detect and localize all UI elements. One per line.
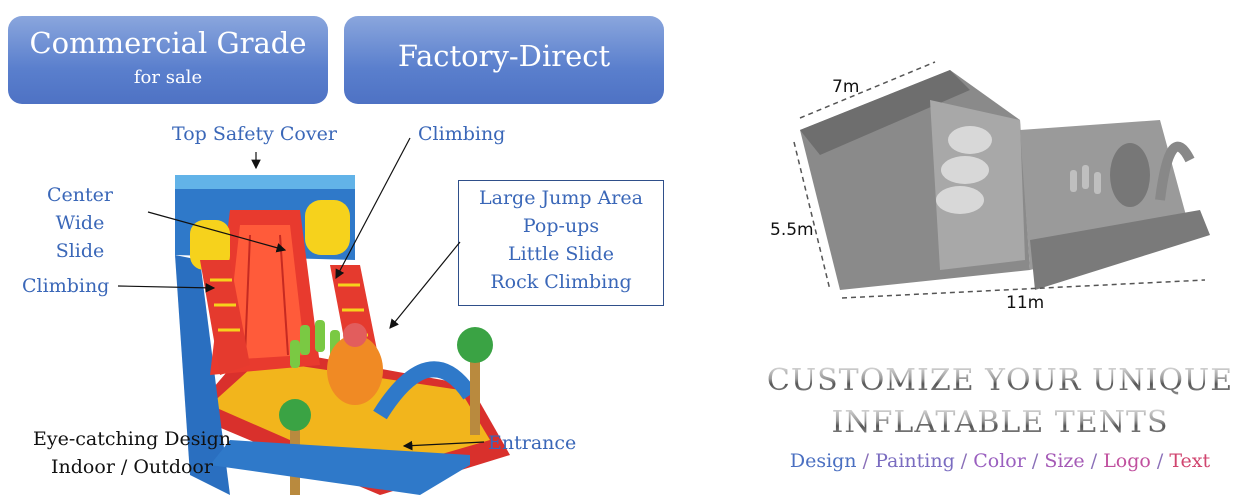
center-slide-line2: Wide Slide: [55, 212, 105, 262]
option-color: Color: [973, 450, 1026, 472]
top-safety-cover-label: Top Safety Cover: [172, 123, 337, 145]
commercial-grade-badge: Commercial Grade for sale: [8, 16, 328, 104]
entrance-label: Entrance: [488, 432, 577, 454]
indoor-outdoor-text: Indoor / Outdoor: [51, 456, 213, 478]
option-design: Design: [789, 450, 857, 472]
inflatable-slide-illustration: [175, 175, 510, 495]
factory-direct-title: Factory-Direct: [397, 39, 611, 73]
option-logo: Logo: [1103, 450, 1151, 472]
factory-direct-badge: Factory-Direct: [344, 16, 664, 104]
feature-little-slide: Little Slide: [508, 243, 614, 265]
dimension-height: 5.5m: [770, 220, 814, 240]
headline-line2: INFLATABLE TENTS: [760, 405, 1240, 440]
inflatable-grayscale-preview: [793, 61, 1210, 299]
commercial-grade-title: Commercial Grade: [29, 26, 307, 60]
climbing-left-label: Climbing: [22, 275, 110, 297]
feature-box: Large Jump Area Pop-ups Little Slide Roc…: [458, 180, 664, 306]
for-sale-text: for sale: [133, 67, 203, 88]
center-slide-label: Center Wide Slide: [30, 181, 130, 265]
headline-line1: CUSTOMIZE YOUR UNIQUE: [760, 363, 1240, 398]
customization-options: Design / Painting / Color / Size / Logo …: [789, 450, 1211, 472]
feature-large-jump-area: Large Jump Area: [479, 187, 643, 209]
option-text: Text: [1169, 450, 1211, 472]
design-notes: Eye-catching Design Indoor / Outdoor: [22, 425, 242, 481]
eye-catching-text: Eye-catching Design: [33, 428, 231, 450]
dimension-depth: 7m: [832, 77, 860, 97]
climbing-top-label: Climbing: [418, 123, 506, 145]
option-painting: Painting: [875, 450, 955, 472]
dimension-length: 11m: [1006, 293, 1045, 313]
feature-rock-climbing: Rock Climbing: [490, 271, 632, 293]
option-size: Size: [1044, 450, 1085, 472]
feature-pop-ups: Pop-ups: [522, 215, 600, 237]
center-slide-line1: Center: [47, 184, 113, 206]
